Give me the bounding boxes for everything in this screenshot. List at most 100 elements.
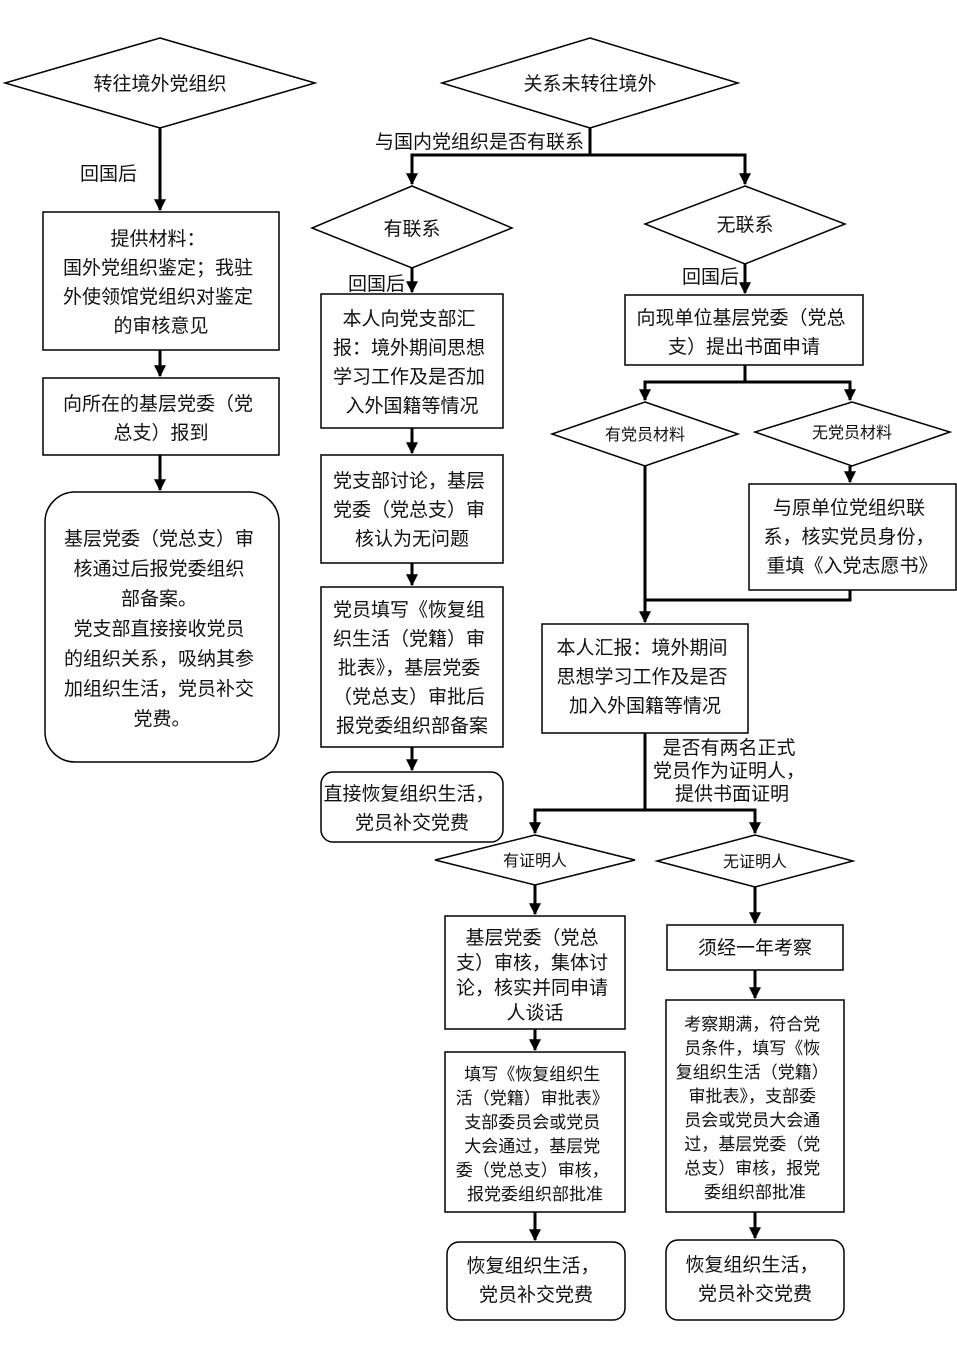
nocontact-report-line: 加入外国籍等情况 xyxy=(569,695,721,717)
no-witness-form-line: 总支）审核，报党 xyxy=(684,1159,820,1179)
no-witness-decision: 无证明人 xyxy=(654,834,856,888)
arrow-report-to-no-witness xyxy=(645,808,761,835)
contact-decision: 有联系 xyxy=(310,185,514,269)
svg-text:基层党委（党总支）审 核通过后报党委组织: 基层党委（党总支）审 核通过后报党委组织 部备案。 党支部直接接收党员 的组织关… xyxy=(64,528,260,730)
verify-line: 系，核实党员身份， xyxy=(763,526,934,548)
left-materials-line: 外使领馆党组织对鉴定 xyxy=(63,286,253,308)
observe-label: 须经一年考察 xyxy=(698,937,812,959)
no-material-label: 无党员材料 xyxy=(812,423,892,442)
nocontact-after-return-label: 回国后 xyxy=(682,266,739,288)
svg-text:基层党委（党总 支）审核，集体讨 论: 基层党委（党总 支）审核，集体讨 论，核实并同申请 人谈话 xyxy=(456,927,614,1024)
witness-form-line: 报党委组织部批准 xyxy=(467,1185,603,1205)
no-witness-form-line: 复组织生活（党籍） xyxy=(676,1063,829,1083)
left-start-decision: 转往境外党组织 xyxy=(2,37,318,129)
svg-text:本人向党支部汇 报：境外期间思想 学: 本人向党支部汇 报：境外期间思想 学习工作及是否加 入外国籍等情况 xyxy=(333,308,491,417)
nocontact-decision-label: 无联系 xyxy=(716,214,773,236)
witness-form-line: 大会通过，基层党 xyxy=(464,1137,600,1157)
svg-text:恢复组织生活， 党员补交党费: 恢复组织生活， 党员补交党费 xyxy=(685,1254,824,1305)
witness-question-line: 提供书面证明 xyxy=(675,783,789,805)
contact-step1-line: 学习工作及是否加 xyxy=(333,366,485,388)
contact-decision-label: 有联系 xyxy=(383,218,440,240)
contact-step1-line: 入外国籍等情况 xyxy=(345,395,478,417)
arrow-apply-to-no-material xyxy=(745,380,856,402)
svg-text:党员填写《恢复组 织生活（党籍）审: 党员填写《恢复组 织生活（党籍）审 批表》，基层党委 （党总支）审批后 报党委组… xyxy=(333,599,491,737)
has-material-decision: 有党员材料 xyxy=(549,401,741,467)
left-start-label: 转往境外党组织 xyxy=(93,73,226,95)
contact-step1-box: 本人向党支部汇 报：境外期间思想 学习工作及是否加 入外国籍等情况 xyxy=(320,293,504,429)
witness-form-line: 填写《恢复组织生 xyxy=(464,1065,600,1085)
arrow-split-to-contact xyxy=(406,128,592,186)
witness-form-line: 委（党总支）审核， xyxy=(456,1161,609,1181)
no-witness-end-line: 党员补交党费 xyxy=(698,1283,812,1305)
svg-text:向所在的基层党委（党 总支）报到: 向所在的基层党委（党 总支）报到 xyxy=(63,393,259,444)
contact-step3-line: （党总支）审批后 xyxy=(333,686,485,708)
contact-step2-box: 党支部讨论，基层 党委（党总支）审 核认为无问题 xyxy=(320,454,504,564)
witness-end-box: 恢复组织生活， 党员补交党费 xyxy=(446,1241,626,1321)
witness-form-line: 活（党籍）审批表》 xyxy=(456,1089,609,1109)
left-materials-line: 的审核意见 xyxy=(113,315,208,337)
no-witness-form-line: 员条件，填写《恢 xyxy=(684,1039,820,1059)
left-result-line: 党费。 xyxy=(133,708,190,730)
no-witness-form-line: 过，基层党委（党 xyxy=(684,1135,820,1155)
no-witness-label: 无证明人 xyxy=(723,852,787,871)
no-witness-form-line: 员会或党员大会通 xyxy=(684,1111,820,1131)
no-witness-end-box: 恢复组织生活， 党员补交党费 xyxy=(665,1239,845,1321)
witness-form-box: 填写《恢复组织生 活（党籍）审批表》 支部委员会或党员 大会通过，基层党 委（党… xyxy=(444,1051,626,1213)
witness-question-line: 党员作为证明人， xyxy=(653,760,805,782)
contact-step3-box: 党员填写《恢复组 织生活（党籍）审 批表》，基层党委 （党总支）审批后 报党委组… xyxy=(320,586,504,748)
verify-line: 重填《入党志愿书》 xyxy=(766,555,937,577)
witness-review-line: 人谈话 xyxy=(506,1002,563,1024)
contact-step1-line: 报：境外期间思想 xyxy=(333,337,485,359)
witness-question: 是否有两名正式 党员作为证明人， 提供书面证明 xyxy=(653,737,811,805)
has-witness-decision: 有证明人 xyxy=(434,834,636,886)
left-result-box: 基层党委（党总支）审 核通过后报党委组织 部备案。 党支部直接接收党员 的组织关… xyxy=(44,491,280,763)
no-material-decision: 无党员材料 xyxy=(752,401,953,467)
left-result-line: 基层党委（党总支）审 xyxy=(64,528,254,550)
nocontact-decision: 无联系 xyxy=(642,185,848,265)
nocontact-apply-line: 支）提出书面申请 xyxy=(668,336,820,358)
svg-text:党支部讨论，基层 党委（党总支）审: 党支部讨论，基层 党委（党总支）审 核认为无问题 xyxy=(333,470,491,550)
contact-step2-line: 党委（党总支）审 xyxy=(333,499,485,521)
contact-step3-line: 织生活（党籍）审 xyxy=(333,628,485,650)
svg-text:恢复组织生活， 党员补交党费: 恢复组织生活， 党员补交党费 xyxy=(466,1255,605,1306)
svg-text:考察期满，符合党 员条件，填写《恢: 考察期满，符合党 员条件，填写《恢 复组织生活（党籍） 审批表》，支部委 员会或… xyxy=(676,1015,834,1203)
no-witness-end-line: 恢复组织生活， xyxy=(685,1254,818,1276)
arrow-verify-to-report xyxy=(645,590,852,602)
arrow-report-to-has-witness xyxy=(529,733,647,835)
left-report-line: 总支）报到 xyxy=(113,422,208,444)
no-witness-form-box: 考察期满，符合党 员条件，填写《恢 复组织生活（党籍） 审批表》，支部委 员会或… xyxy=(665,999,845,1213)
arrow-split-to-nocontact xyxy=(590,153,751,186)
contact-end-box: 直接恢复组织生活， 党员补交党费 xyxy=(320,771,504,843)
has-witness-label: 有证明人 xyxy=(503,851,567,870)
top-start-decision: 关系未转往境外 xyxy=(439,37,741,129)
has-material-label: 有党员材料 xyxy=(605,425,685,444)
contact-step3-line: 报党委组织部备案 xyxy=(336,715,488,737)
left-report-box: 向所在的基层党委（党 总支）报到 xyxy=(42,377,280,456)
no-witness-form-line: 委组织部批准 xyxy=(704,1183,806,1203)
contact-end-line: 直接恢复组织生活， xyxy=(323,783,494,805)
witness-review-line: 支）审核，集体讨 xyxy=(456,952,608,974)
contact-after-return-label: 回国后 xyxy=(348,273,405,295)
verify-line: 与原单位党组织联 xyxy=(773,497,925,519)
left-materials-line: 国外党组织鉴定；我驻 xyxy=(63,257,253,279)
contact-end-line: 党员补交党费 xyxy=(355,812,469,834)
connectors xyxy=(154,128,856,1242)
witness-review-line: 基层党委（党总 xyxy=(465,927,598,949)
witness-end-line: 恢复组织生活， xyxy=(466,1255,599,1277)
contact-step2-line: 核认为无问题 xyxy=(355,528,469,550)
no-witness-form-line: 审批表》，支部委 xyxy=(689,1087,817,1107)
nocontact-report-box: 本人汇报：境外期间 思想学习工作及是否 加入外国籍等情况 xyxy=(541,623,749,734)
left-after-return-label: 回国后 xyxy=(80,163,137,185)
nocontact-apply-box: 向现单位基层党委（党总 支）提出书面申请 xyxy=(624,294,864,366)
left-materials-box: 提供材料： 国外党组织鉴定；我驻 外使领馆党组织对鉴定 的审核意见 xyxy=(42,211,280,351)
arrow-apply-to-has-material xyxy=(639,365,747,402)
svg-text:本人汇报：境外期间 思想学习工作及是否: 本人汇报：境外期间 思想学习工作及是否 加入外国籍等情况 xyxy=(556,637,733,717)
verify-identity-box: 与原单位党组织联 系，核实党员身份， 重填《入党志愿书》 xyxy=(748,483,957,591)
svg-text:与原单位党组织联 系，核实党员身份，: 与原单位党组织联 系，核实党员身份， 重填《入党志愿书》 xyxy=(763,497,940,577)
left-result-line: 加组织生活，党员补交 xyxy=(64,678,254,700)
witness-review-line: 论，核实并同申请 xyxy=(456,977,608,999)
svg-text:直接恢复组织生活， 党员补交党费: 直接恢复组织生活， 党员补交党费 xyxy=(323,783,500,834)
contact-step3-line: 党员填写《恢复组 xyxy=(333,599,485,621)
svg-text:提供材料： 国外党组织鉴定；我驻 外: 提供材料： 国外党组织鉴定；我驻 外使领馆党组织对鉴定 的审核意见 xyxy=(63,228,259,337)
